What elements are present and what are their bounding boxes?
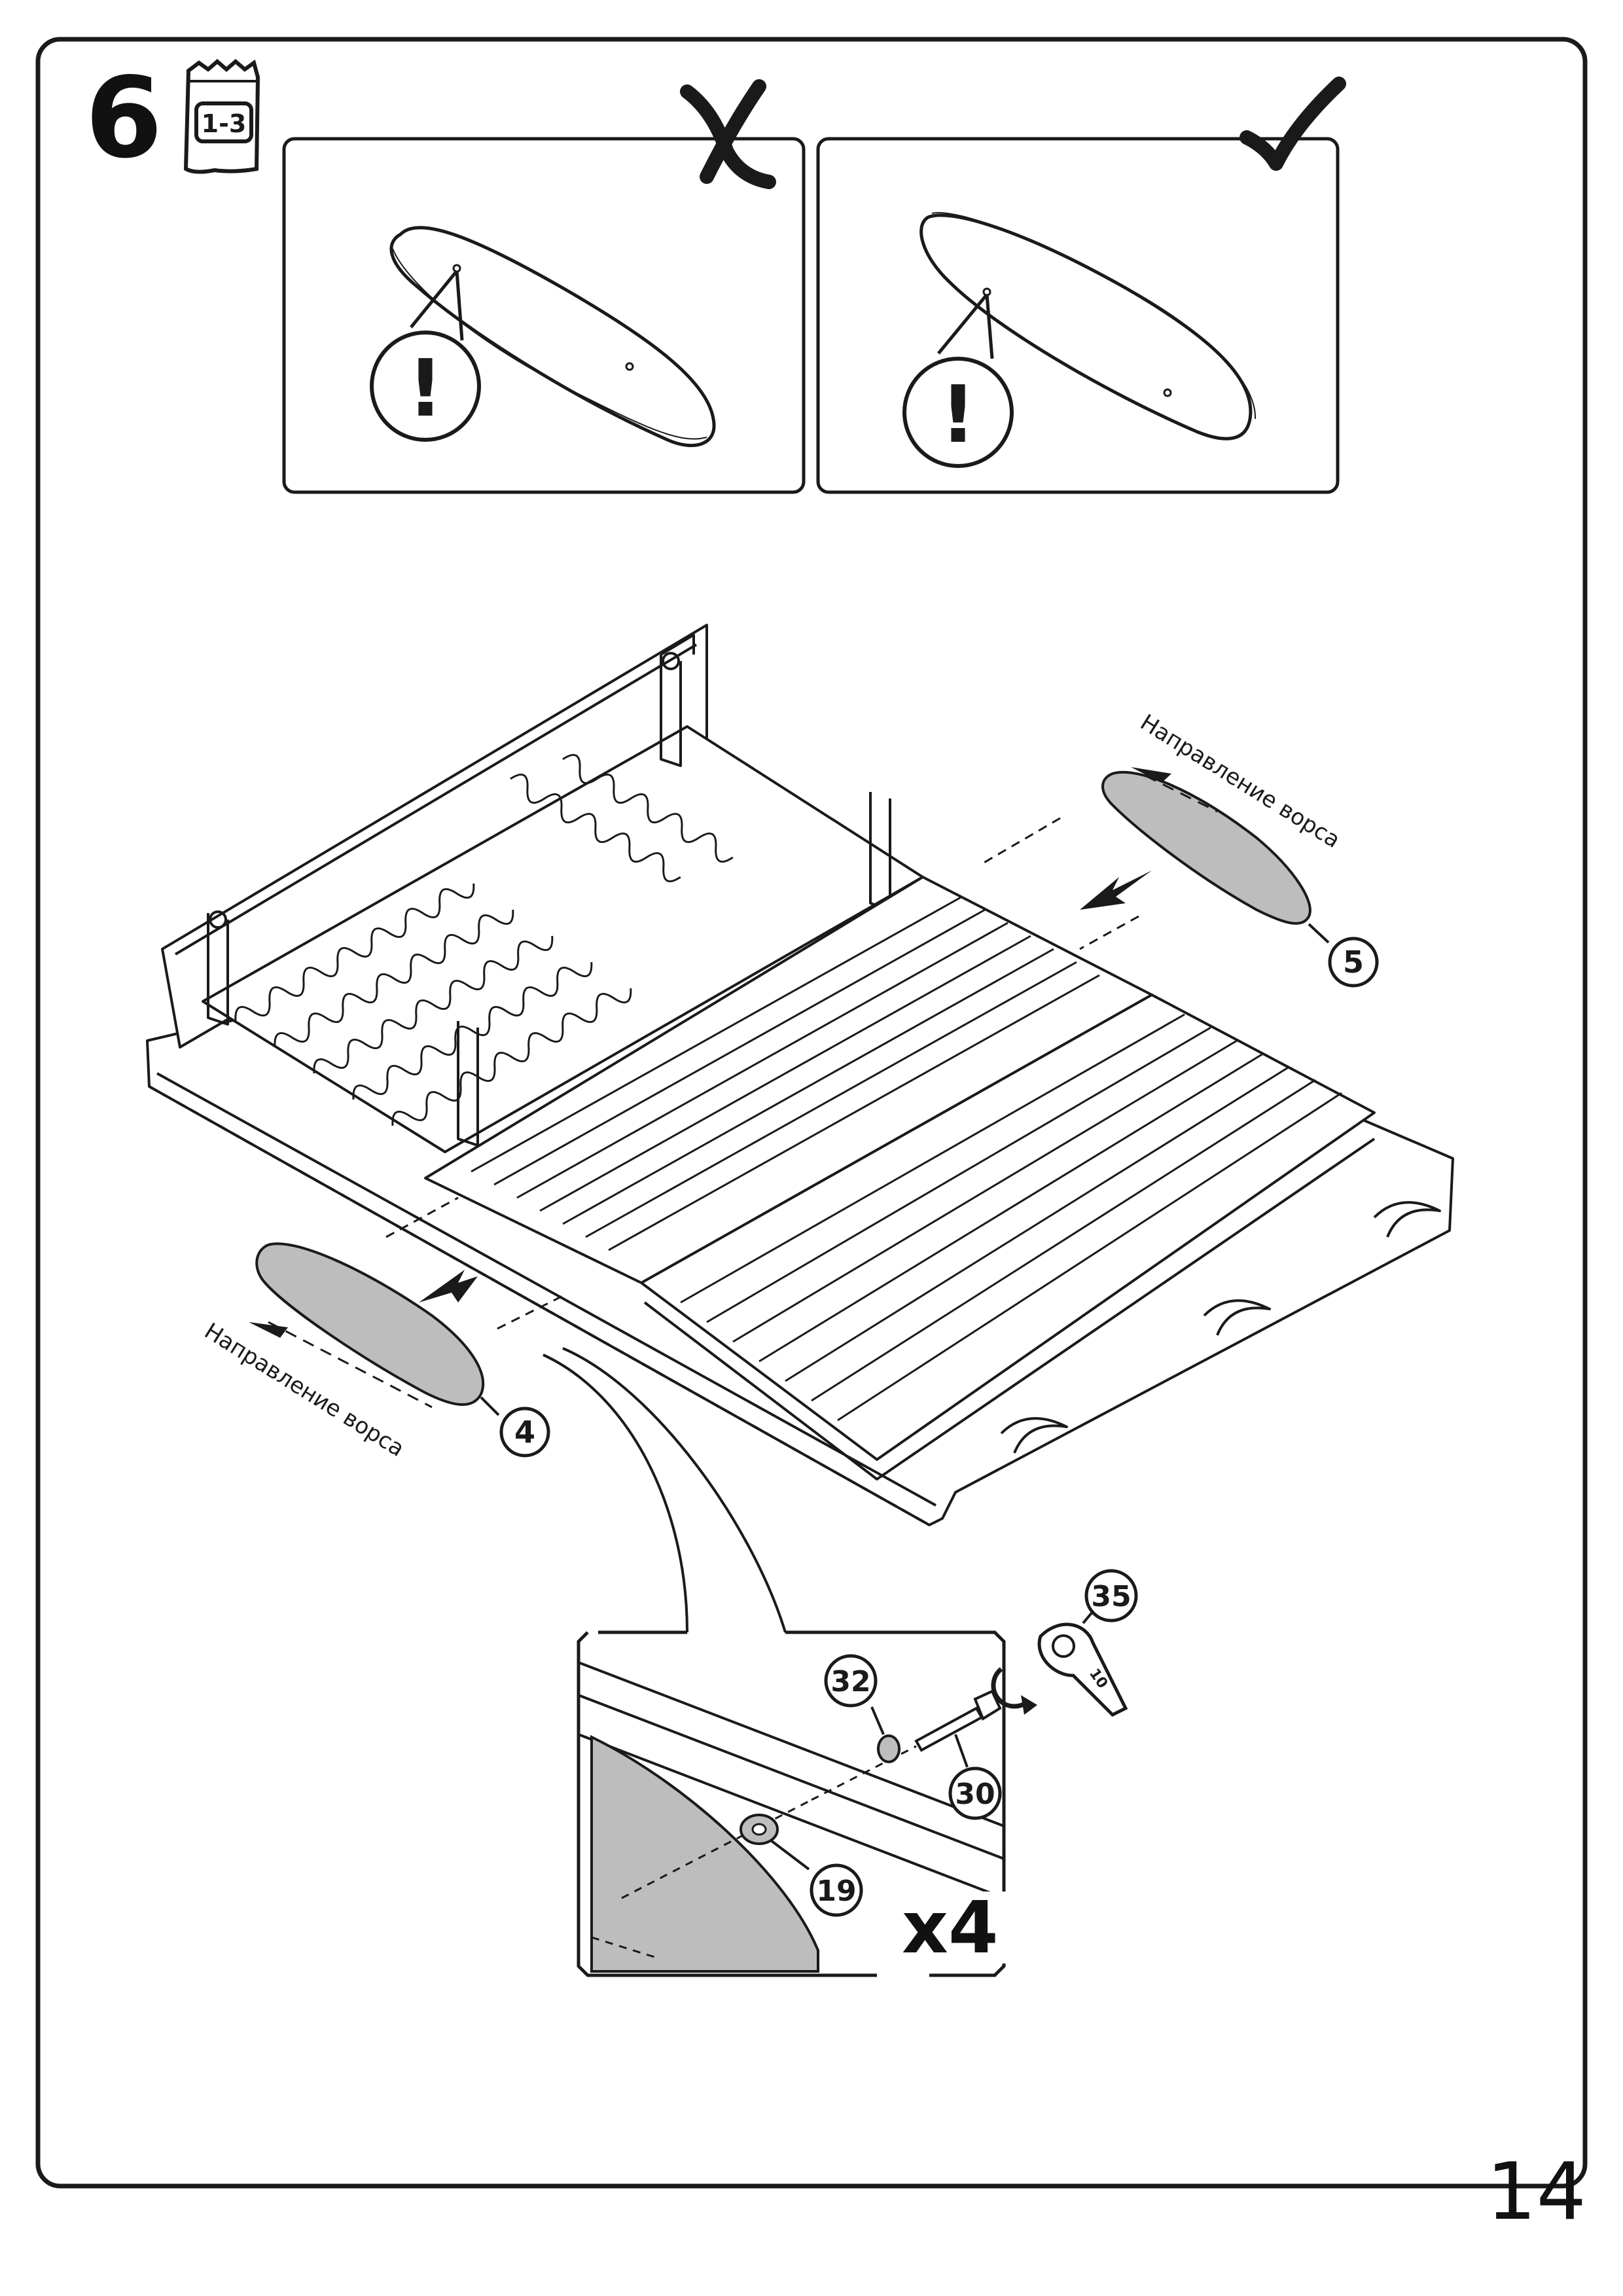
quantity-multiplier: x4 <box>890 1892 1010 1964</box>
part-number-32: 32 <box>830 1665 870 1698</box>
part-number-35: 35 <box>1091 1580 1131 1613</box>
correct-orientation-panel: ! <box>816 77 1346 494</box>
check-mark-icon <box>1240 77 1346 171</box>
wrench-icon: 10 35 <box>1037 1569 1138 1717</box>
hardware-bag-icon: 1-3 <box>183 59 260 174</box>
hardware-detail-box: 19 32 30 <box>577 1630 1006 1977</box>
part-number-30: 30 <box>955 1778 995 1811</box>
pile-direction-arrow-icon <box>249 1322 288 1338</box>
bed-frame <box>146 624 1454 1526</box>
spring-pattern <box>234 753 734 1126</box>
wrong-orientation-panel: ! <box>282 79 806 494</box>
cross-mark-icon <box>680 79 776 189</box>
part-number-5: 5 <box>1343 944 1364 980</box>
tighten-rotate-icon <box>991 1667 1037 1715</box>
pile-direction-arrow-icon <box>1131 767 1171 783</box>
step-frame <box>35 37 1588 2189</box>
insert-arrow-icon <box>1080 870 1152 910</box>
slats <box>471 895 1342 1422</box>
warning-mark: ! <box>940 370 976 461</box>
insert-arrow-icon <box>419 1270 478 1302</box>
step-number: 6 <box>85 54 163 183</box>
warning-mark: ! <box>408 344 444 435</box>
page-number: 14 <box>1486 2147 1586 2238</box>
part-number-4: 4 <box>514 1414 535 1450</box>
part-number-19: 19 <box>816 1874 856 1908</box>
hardware-bag-label: 1-3 <box>202 109 247 138</box>
